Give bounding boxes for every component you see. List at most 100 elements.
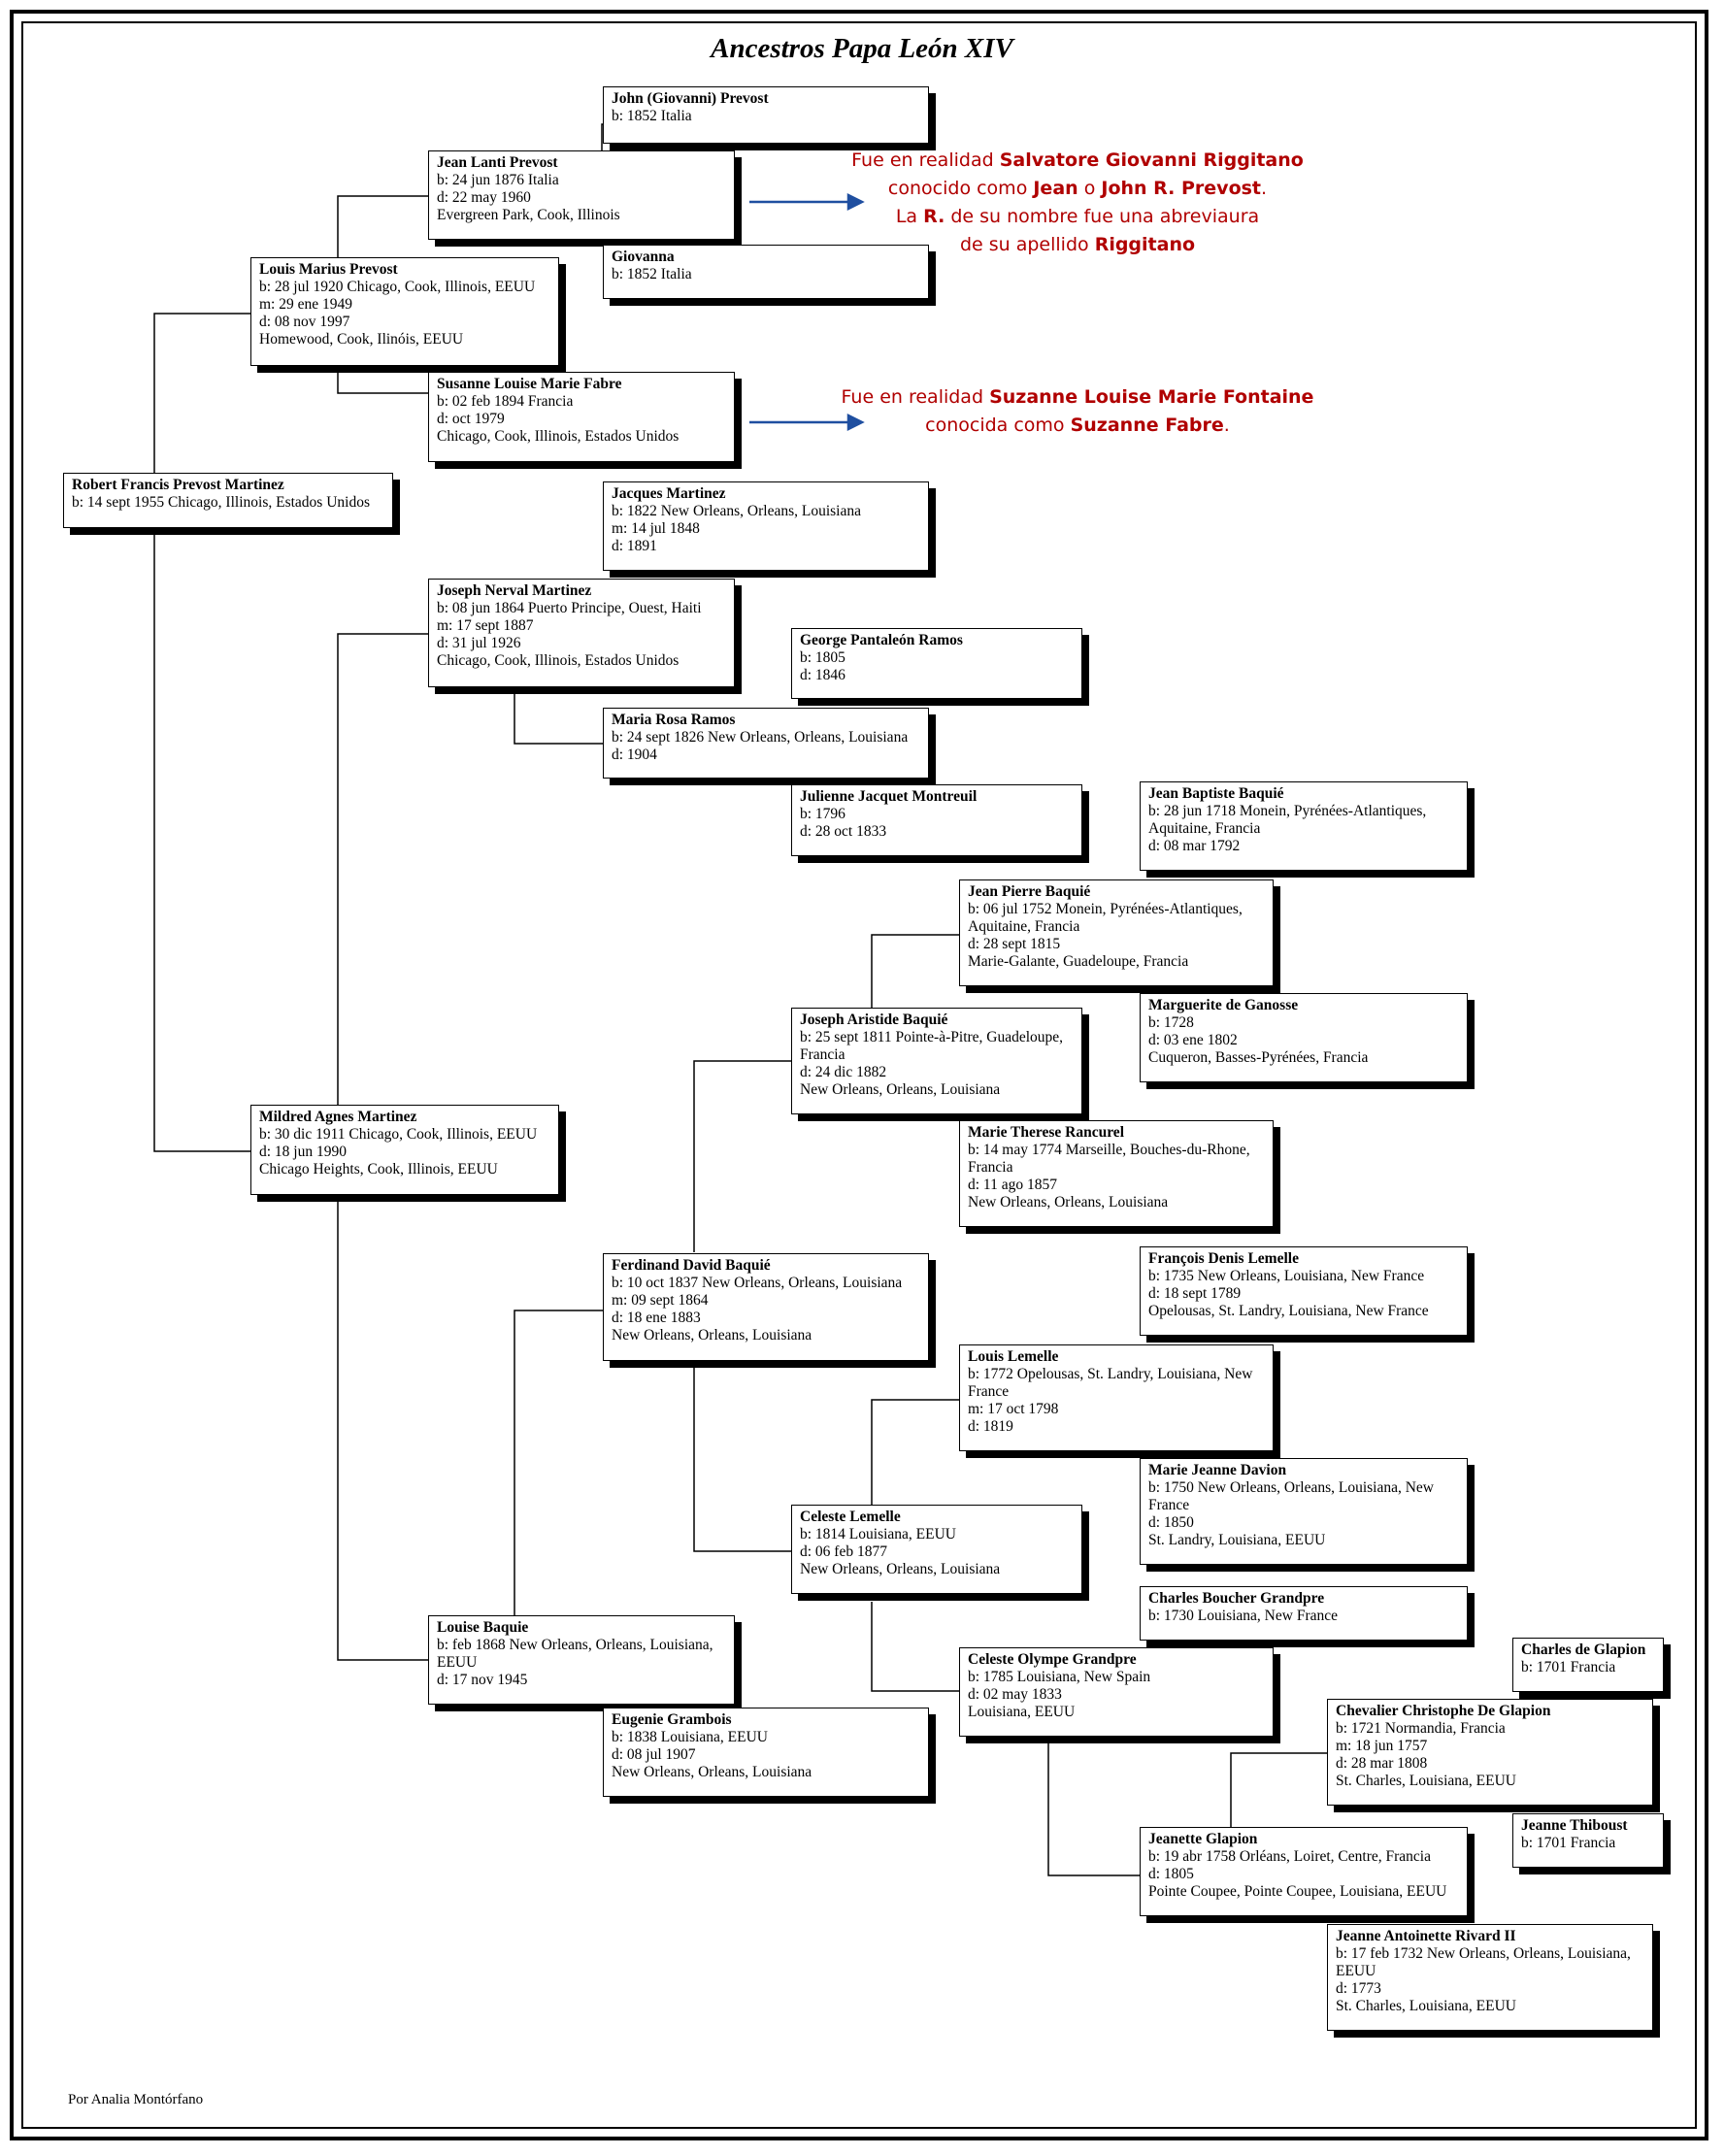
person-detail-line: b: 25 sept 1811 Pointe-à-Pitre, Guadelou… (800, 1029, 1064, 1045)
line-celeste-mother (871, 1602, 959, 1692)
person-detail-line: b: 06 jul 1752 Monein, Pyrénées-Atlantiq… (968, 901, 1243, 917)
person-detail-line: b: 1730 Louisiana, New France (1148, 1608, 1338, 1624)
person-name: Ferdinand David Baquié (612, 1257, 771, 1274)
person-detail-line: St. Landry, Louisiana, EEUU (1148, 1532, 1326, 1548)
person-detail-line: d: 11 ago 1857 (968, 1177, 1057, 1193)
person-name: Giovanna (612, 249, 675, 265)
inner-frame (21, 21, 1697, 2129)
person-detail-line: d: 17 nov 1945 (437, 1672, 528, 1688)
person-name: Marie Therese Rancurel (968, 1124, 1124, 1141)
person-detail-line: Francia (968, 1159, 1013, 1176)
person-detail-line: Louisiana, EEUU (968, 1704, 1076, 1720)
person-detail-line: New Orleans, Orleans, Louisiana (800, 1561, 1001, 1577)
person-name: Charles de Glapion (1521, 1642, 1646, 1658)
person-detail-line: b: 28 jul 1920 Chicago, Cook, Illinois, … (259, 279, 536, 295)
person-detail-line: b: 1701 Francia (1521, 1835, 1616, 1851)
note-riggitano: Fue en realidad Salvatore Giovanni Riggi… (851, 149, 1304, 255)
person-detail-line: b: 08 jun 1864 Puerto Principe, Ouest, H… (437, 600, 702, 616)
person-detail-line: Marie-Galante, Guadeloupe, Francia (968, 953, 1189, 970)
person-name: Celeste Olympe Grandpre (968, 1651, 1137, 1668)
person-detail-line: d: 28 sept 1815 (968, 936, 1061, 952)
person-name: Louis Marius Prevost (259, 261, 398, 278)
outer-frame (10, 10, 1708, 2140)
line-mildred-mother (337, 1200, 428, 1661)
person-name: Eugenie Grambois (612, 1711, 732, 1728)
person-name: Jeanne Thiboust (1521, 1817, 1628, 1834)
person-detail-line: d: 1805 (1148, 1866, 1194, 1882)
person-detail-line: St. Charles, Louisiana, EEUU (1336, 1773, 1516, 1789)
person-name: Joseph Nerval Martinez (437, 582, 592, 599)
line-aristide-father (871, 934, 959, 1008)
person-detail-line: d: 08 nov 1997 (259, 314, 350, 330)
person-detail-line: d: 31 jul 1926 (437, 635, 521, 651)
person-detail-line: d: 18 jun 1990 (259, 1144, 347, 1160)
person-detail-line: b: 24 jun 1876 Italia (437, 172, 559, 188)
person-detail-line: d: 1904 (612, 746, 657, 763)
person-name: Marguerite de Ganosse (1148, 997, 1299, 1013)
person-detail-line: d: 1773 (1336, 1980, 1381, 1997)
person-name: John (Giovanni) Prevost (612, 90, 769, 107)
person-detail-line: d: 28 mar 1808 (1336, 1755, 1428, 1772)
arrow-1-head (846, 192, 865, 212)
person-detail-line: m: 17 oct 1798 (968, 1401, 1059, 1417)
person-detail-line: m: 18 jun 1757 (1336, 1738, 1428, 1754)
person-detail-line: b: 30 dic 1911 Chicago, Cook, Illinois, … (259, 1126, 538, 1143)
person-name: Jeanette Glapion (1148, 1831, 1258, 1847)
person-detail-line: m: 29 ene 1949 (259, 296, 352, 313)
person-detail-line: b: 24 sept 1826 New Orleans, Orleans, Lo… (612, 729, 909, 746)
person-detail-line: b: 1852 Italia (612, 266, 692, 282)
person-detail-line: b: 1750 New Orleans, Orleans, Louisiana,… (1148, 1479, 1434, 1496)
person-name: Susanne Louise Marie Fabre (437, 376, 622, 392)
person-name: Louis Lemelle (968, 1348, 1059, 1365)
person-detail-line: b: 10 oct 1837 New Orleans, Orleans, Lou… (612, 1275, 903, 1291)
person-detail-line: b: 1822 New Orleans, Orleans, Louisiana (612, 503, 861, 519)
person-detail-line: d: 08 jul 1907 (612, 1746, 696, 1763)
line-olympe-mother (1047, 1738, 1140, 1876)
person-detail-line: Pointe Coupee, Pointe Coupee, Louisiana,… (1148, 1883, 1447, 1900)
person-name: Joseph Aristide Baquié (800, 1012, 948, 1028)
person-detail-line: Aquitaine, Francia (1148, 820, 1261, 837)
person-detail-line: b: feb 1868 New Orleans, Orleans, Louisi… (437, 1637, 713, 1653)
person-detail-line: b: 02 feb 1894 Francia (437, 393, 574, 410)
line-ferdinand-mother (693, 1363, 791, 1552)
person-detail-line: b: 19 abr 1758 Orléans, Loiret, Centre, … (1148, 1848, 1431, 1865)
line-mildred-father (337, 633, 428, 1105)
line-celeste-father (871, 1399, 959, 1505)
person-detail-line: d: 1850 (1148, 1514, 1194, 1531)
person-detail-line: Chicago Heights, Cook, Illinois, EEUU (259, 1161, 498, 1178)
line-louise-father (514, 1310, 603, 1615)
person-detail-line: d: 1819 (968, 1418, 1013, 1435)
person-name: Jean Pierre Baquié (968, 883, 1091, 900)
person-detail-line: Chicago, Cook, Illinois, Estados Unidos (437, 652, 680, 669)
line-ferdinand-father (693, 1060, 791, 1252)
person-detail-line: EEUU (437, 1654, 478, 1671)
person-detail-line: EEUU (1336, 1963, 1376, 1979)
person-name: Chevalier Christophe De Glapion (1336, 1703, 1551, 1719)
person-detail-line: b: 14 sept 1955 Chicago, Illinois, Estad… (72, 494, 370, 511)
person-name: Jeanne Antoinette Rivard II (1336, 1928, 1516, 1944)
person-detail-line: b: 1772 Opelousas, St. Landry, Louisiana… (968, 1366, 1253, 1382)
person-name: Maria Rosa Ramos (612, 712, 736, 728)
person-detail-line: b: 1728 (1148, 1014, 1194, 1031)
person-detail-line: d: 08 mar 1792 (1148, 838, 1241, 854)
person-detail-line: b: 1852 Italia (612, 108, 692, 124)
person-name: Jean Lanti Prevost (437, 154, 558, 171)
